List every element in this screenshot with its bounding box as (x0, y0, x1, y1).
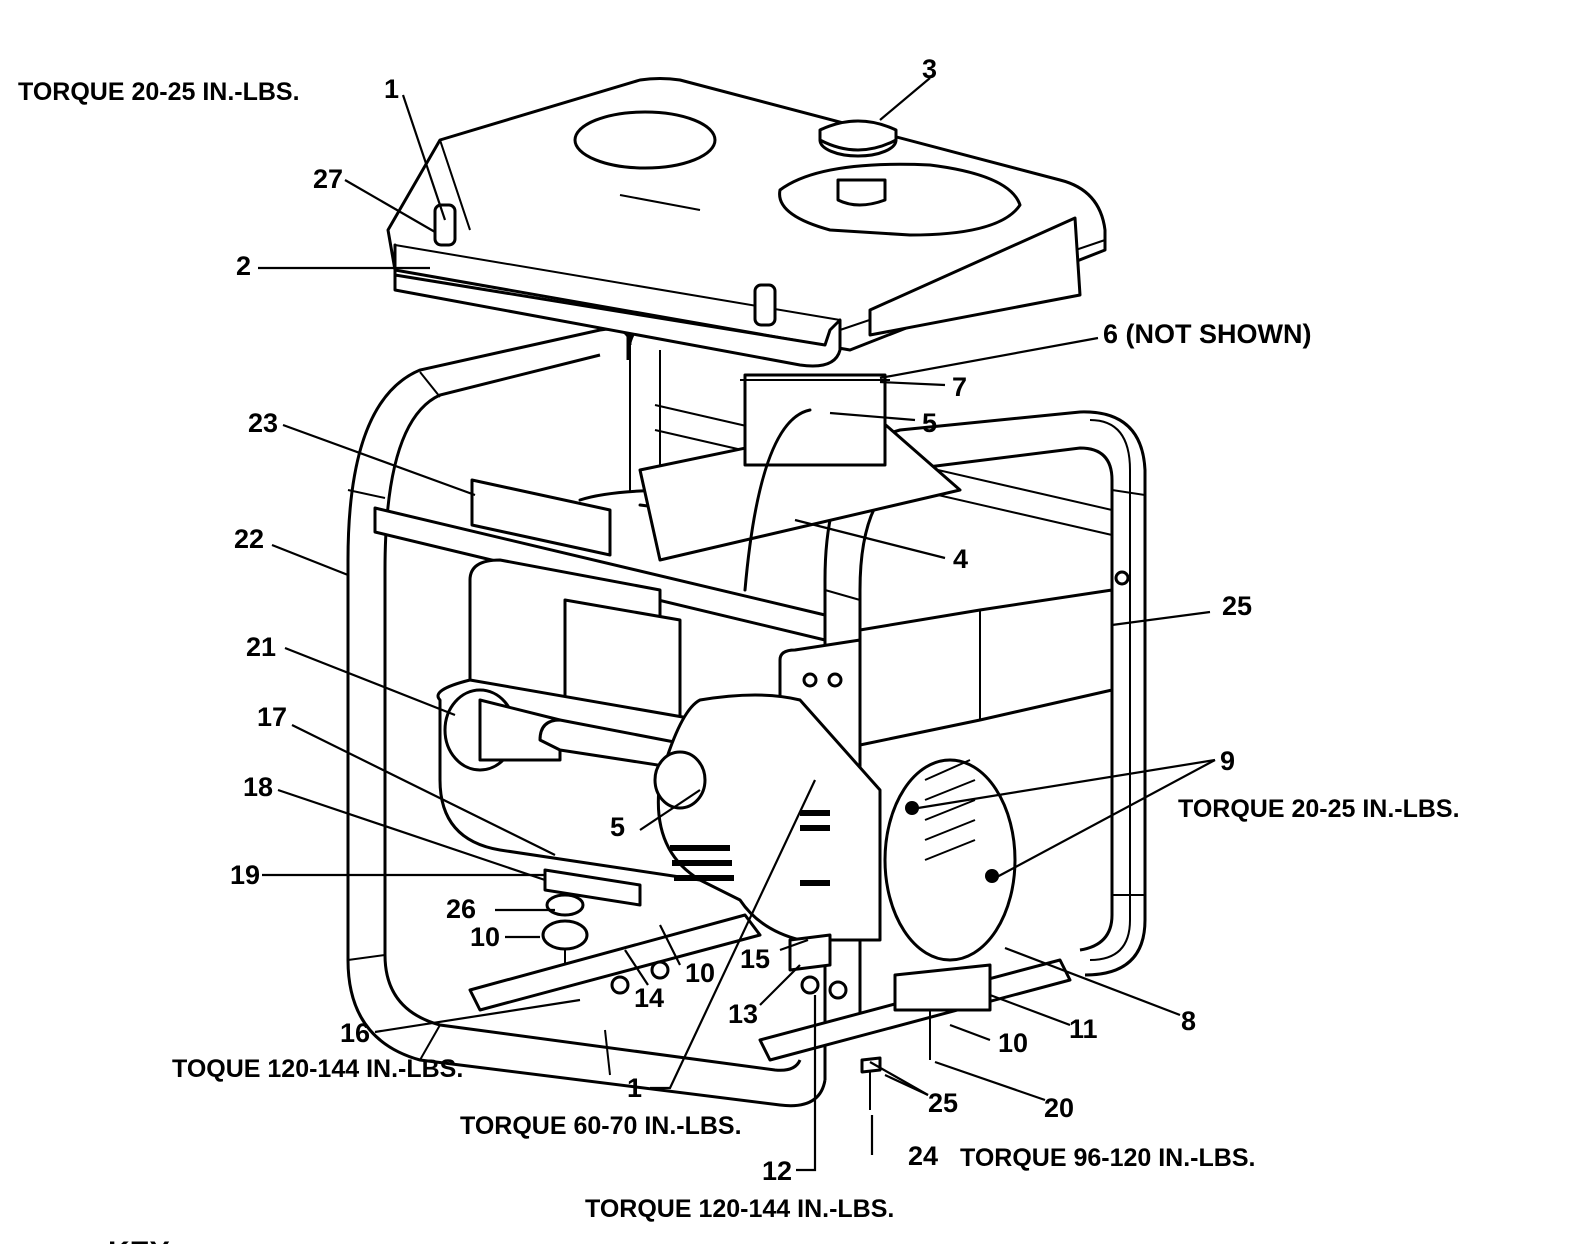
callout-11: 11 (1069, 1014, 1098, 1044)
callout-23: 23 (248, 408, 278, 438)
callout-10-mid: 10 (685, 958, 715, 988)
callout-17: 17 (257, 702, 287, 732)
base-rails (468, 868, 1072, 1110)
callout-25-bottom: 25 (928, 1088, 958, 1118)
callout-2: 2 (236, 251, 251, 281)
footer-key-partial: KEY (108, 1236, 170, 1244)
callout-18: 18 (243, 772, 273, 802)
callout-22: 22 (234, 524, 264, 554)
engine-body (436, 558, 702, 882)
callout-12: 12 (762, 1156, 792, 1186)
torque-note-bottom: TORQUE 120-144 IN.-LBS. (585, 1195, 894, 1223)
callout-15: 15 (740, 944, 770, 974)
end-cover-louvers (924, 759, 976, 861)
alternator (653, 693, 1017, 962)
callout-21: 21 (246, 632, 276, 662)
torque-note-bottom-center: TORQUE 60-70 IN.-LBS. (460, 1112, 742, 1140)
mounting-plate (638, 373, 962, 592)
callout-9: 9 (1220, 746, 1235, 776)
torque-note-bottom-left: TOQUE 120-144 IN.-LBS. (172, 1055, 463, 1083)
fuel-cap (818, 119, 898, 158)
fuel-tank (386, 77, 1107, 368)
callout-10-left: 10 (470, 922, 500, 952)
cross-bracket (373, 478, 827, 642)
torque-note-right: TORQUE 20-25 IN.-LBS. (1178, 795, 1460, 823)
callout-7: 7 (952, 372, 967, 402)
callout-1-bottom: 1 (627, 1073, 642, 1103)
callout-6: 6 (NOT SHOWN) (1103, 319, 1312, 349)
callout-1-top: 1 (384, 74, 399, 104)
tank-bracket-left (433, 203, 777, 327)
leader-lines (258, 77, 1216, 1172)
callout-25-right: 25 (1222, 591, 1252, 621)
callout-20: 20 (1044, 1093, 1074, 1123)
callout-5-top: 5 (922, 408, 937, 438)
torque-notes: TORQUE 20-25 IN.-LBS. TORQUE 20-25 IN.-L… (18, 78, 1460, 1223)
callout-27: 27 (313, 164, 343, 194)
alternator-vents (670, 810, 830, 886)
callout-8: 8 (1181, 1006, 1196, 1036)
callout-5-mid: 5 (610, 812, 625, 842)
callout-26: 26 (446, 894, 476, 924)
callout-13: 13 (728, 999, 758, 1029)
torque-note-bottom-right: TORQUE 96-120 IN.-LBS. (960, 1144, 1255, 1172)
callout-24: 24 (908, 1141, 938, 1171)
control-panel (778, 570, 1130, 772)
callout-4: 4 (953, 544, 968, 574)
callout-10-right: 10 (998, 1028, 1028, 1058)
torque-note-top-left: TORQUE 20-25 IN.-LBS. (18, 78, 300, 106)
callout-19: 19 (230, 860, 260, 890)
callout-14: 14 (634, 983, 664, 1013)
callout-16: 16 (340, 1018, 370, 1048)
callout-numbers: 1 27 2 3 6 (NOT SHOWN) 7 5 23 22 4 25 21… (230, 54, 1312, 1186)
callout-3: 3 (922, 54, 937, 84)
